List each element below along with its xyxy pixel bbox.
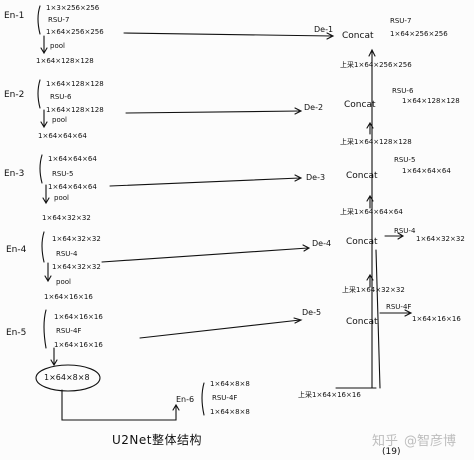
decoder-output-shape: 1×64×64×64 [402, 167, 451, 175]
encoder-output-shape: 1×64×16×16 [54, 341, 103, 349]
encoder-pool-output: 1×64×32×32 [42, 214, 91, 222]
encoder-label: En-4 [6, 245, 27, 255]
upsample-note: 上采1×64×256×256 [340, 61, 412, 69]
decoder-block-name: RSU-5 [394, 156, 416, 164]
encoder-input-shape: 1×64×64×64 [48, 155, 97, 163]
diagram-title: U2Net整体结构 [112, 433, 202, 447]
encoder-input-shape: 1×64×32×32 [52, 235, 101, 243]
decoder-block-name: RSU-4 [394, 227, 416, 235]
upsample-note: 上采1×64×64×64 [340, 208, 403, 216]
decoder-output-shape: 1×64×128×128 [402, 97, 460, 105]
encoder-label: En-2 [4, 90, 25, 100]
decoder-output-shape: 1×64×256×256 [390, 30, 448, 38]
encoder-input-shape: 1×3×256×256 [46, 4, 100, 12]
decoder-label: De-3 [306, 173, 326, 182]
decoder-block-name: RSU-4F [386, 303, 412, 311]
encoder-pool-output: 1×64×128×128 [36, 57, 94, 65]
decoder-output-shape: 1×64×32×32 [416, 235, 465, 243]
upsample-note: 上采1×64×16×16 [298, 391, 361, 399]
encoder-label: En-1 [4, 11, 25, 21]
decoder-concat: Concat [346, 237, 378, 247]
encoder-block-name: RSU-6 [50, 93, 72, 101]
watermark-brand: 知乎 [372, 434, 399, 449]
encoder-pool-label: pool [56, 278, 71, 286]
encoder-bottleneck-input: 1×64×8×8 [210, 380, 250, 388]
encoder-block-name: RSU-4 [56, 250, 78, 258]
encoder-pool-label: pool [50, 42, 65, 50]
encoder-bottleneck-label: En-6 [176, 395, 195, 404]
decoder-block-name: RSU-6 [392, 87, 414, 95]
encoder-pool-label: pool [54, 194, 69, 202]
decoder-label: De-5 [302, 308, 322, 317]
page-number: (19) [382, 447, 401, 457]
watermark-handle: @智彦博 [404, 434, 457, 449]
decoder-concat: Concat [342, 31, 374, 41]
encoder-bottleneck-output: 1×64×8×8 [210, 408, 250, 416]
encoder-output-shape: 1×64×128×128 [46, 106, 104, 114]
encoder-pool-output: 1×64×64×64 [38, 132, 87, 140]
encoder-block-name: RSU-5 [52, 170, 74, 178]
decoder-output-shape: 1×64×16×16 [412, 315, 461, 323]
encoder-input-shape: 1×64×16×16 [54, 313, 103, 321]
encoder-block-name: RSU-7 [48, 16, 70, 24]
decoder-label: De-2 [304, 103, 324, 112]
decoder-concat: Concat [346, 171, 378, 181]
upsample-note: 上采1×64×128×128 [340, 138, 412, 146]
encoder-bottleneck-block: RSU-4F [212, 394, 238, 402]
encoder-output-shape: 1×64×256×256 [46, 28, 104, 36]
encoder-output-shape: 1×64×64×64 [48, 183, 97, 191]
decoder-concat: Concat [346, 317, 378, 327]
encoder-label: En-3 [4, 169, 25, 179]
upsample-note: 上采1×64×32×32 [342, 286, 405, 294]
encoder-pool-output: 1×64×16×16 [44, 293, 93, 301]
decoder-block-name: RSU-7 [390, 17, 412, 25]
encoder-pool-label: pool [52, 116, 67, 124]
encoder-block-name: RSU-4F [56, 327, 82, 335]
decoder-label: De-1 [314, 25, 334, 34]
encoder-input-shape: 1×64×128×128 [46, 80, 104, 88]
encoder-output-shape: 1×64×32×32 [52, 263, 101, 271]
encoder-label: En-5 [6, 328, 27, 338]
decoder-label: De-4 [312, 239, 332, 248]
circled-pooled-tensor: 1×64×8×8 [44, 373, 90, 382]
decoder-concat: Concat [344, 100, 376, 110]
